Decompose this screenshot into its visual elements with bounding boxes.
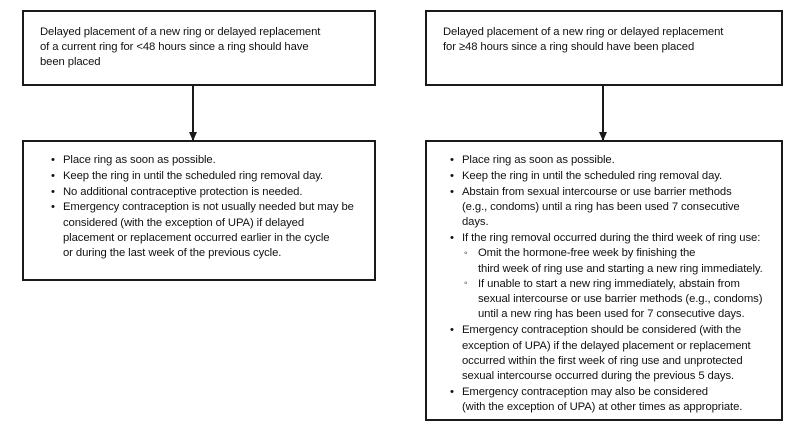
- list-item-line: placement or replacement occurred earlie…: [63, 231, 330, 244]
- bullet-dot-icon: •: [51, 185, 55, 198]
- list-item-line: until a new ring has been used for 7 con…: [478, 308, 745, 321]
- left-arrow-shaft: [192, 86, 194, 140]
- bullet-dot-icon: •: [51, 201, 55, 214]
- right-condition-line-2: for ≥48 hours since a ring should have b…: [443, 41, 695, 54]
- list-item-line: Keep the ring in until the scheduled rin…: [462, 169, 723, 182]
- left-action-list-wrapper: • Place ring as soon as possible. • Keep…: [24, 142, 374, 262]
- list-item: • Keep the ring in until the scheduled r…: [48, 169, 362, 184]
- list-item: • Abstain from sexual intercourse or use…: [447, 185, 769, 231]
- list-item-line: or during the last week of the previous …: [63, 247, 282, 260]
- list-item-line: Omit the hormone-free week by finishing …: [478, 247, 696, 260]
- list-item: • Emergency contraception may also be co…: [447, 385, 769, 416]
- bullet-circle-icon: ◦: [464, 278, 468, 290]
- bullet-dot-icon: •: [450, 185, 454, 198]
- list-item-line: Keep the ring in until the scheduled rin…: [63, 169, 324, 182]
- left-condition-text: Delayed placement of a new ring or delay…: [24, 12, 374, 71]
- bullet-dot-icon: •: [450, 324, 454, 337]
- list-item: • If the ring removal occurred during th…: [447, 231, 769, 323]
- left-arrow-connector-icon: [188, 86, 197, 141]
- list-item-line: sexual intercourse occurred during the p…: [462, 370, 735, 383]
- bullet-dot-icon: •: [51, 169, 55, 182]
- list-item: • Emergency contraception should be cons…: [447, 323, 769, 384]
- right-arrow-connector-icon: [598, 86, 607, 141]
- list-item: ◦ If unable to start a new ring immediat…: [462, 277, 769, 323]
- list-item-line: Abstain from sexual intercourse or use b…: [462, 185, 732, 198]
- bullet-dot-icon: •: [450, 154, 454, 166]
- bullet-circle-icon: ◦: [464, 247, 468, 259]
- bullet-dot-icon: •: [450, 169, 454, 182]
- left-action-box: • Place ring as soon as possible. • Keep…: [22, 140, 376, 281]
- list-item-line: If unable to start a new ring immediatel…: [478, 277, 740, 290]
- list-item-line: considered (with the exception of UPA) i…: [63, 216, 305, 229]
- list-item-line: exception of UPA) if the delayed placeme…: [462, 339, 751, 352]
- left-condition-line-3: been placed: [40, 56, 101, 69]
- list-item: • Keep the ring in until the scheduled r…: [447, 169, 769, 184]
- list-item-line: Emergency contraception is not usually n…: [63, 201, 354, 214]
- left-arrow-head: [188, 132, 197, 141]
- left-condition-box: Delayed placement of a new ring or delay…: [22, 10, 376, 86]
- list-item-line: (e.g., condoms) until a ring has been us…: [462, 200, 740, 229]
- list-item: • Emergency contraception is not usually…: [48, 200, 362, 261]
- right-condition-line-1: Delayed placement of a new ring or delay…: [443, 26, 724, 38]
- right-arrow-head: [598, 132, 607, 141]
- list-item-line: If the ring removal occurred during the …: [462, 231, 761, 244]
- left-condition-line-1: Delayed placement of a new ring or delay…: [40, 26, 321, 38]
- bullet-dot-icon: •: [450, 231, 454, 244]
- right-condition-text: Delayed placement of a new ring or delay…: [427, 12, 781, 55]
- list-item-line: Place ring as soon as possible.: [462, 154, 615, 166]
- right-arrow-shaft: [602, 86, 604, 140]
- list-item-line: (with the exception of UPA) at other tim…: [462, 401, 743, 414]
- list-item: • No additional contraceptive protection…: [48, 185, 362, 200]
- list-item: • Place ring as soon as possible.: [447, 153, 769, 168]
- left-action-bullet-list: • Place ring as soon as possible. • Keep…: [48, 153, 362, 262]
- list-item-line: No additional contraceptive protection i…: [63, 185, 303, 198]
- list-item-line: sexual intercourse or use barrier method…: [478, 293, 763, 306]
- list-item-line: Place ring as soon as possible.: [63, 154, 216, 166]
- left-condition-line-2: of a current ring for <48 hours since a …: [40, 41, 309, 54]
- right-action-sub-bullet-list: ◦ Omit the hormone-free week by finishin…: [462, 246, 769, 322]
- right-action-box: • Place ring as soon as possible. • Keep…: [425, 140, 783, 421]
- right-action-list-wrapper: • Place ring as soon as possible. • Keep…: [427, 142, 781, 416]
- list-item: ◦ Omit the hormone-free week by finishin…: [462, 246, 769, 277]
- list-item-line: third week of ring use and starting a ne…: [478, 262, 763, 275]
- bullet-dot-icon: •: [51, 154, 55, 166]
- list-item-line: occurred within the first week of ring u…: [462, 354, 743, 367]
- list-item-line: Emergency contraception may also be cons…: [462, 385, 708, 398]
- right-condition-box: Delayed placement of a new ring or delay…: [425, 10, 783, 86]
- right-action-bullet-list: • Place ring as soon as possible. • Keep…: [447, 153, 769, 416]
- list-item: • Place ring as soon as possible.: [48, 153, 362, 168]
- bullet-dot-icon: •: [450, 385, 454, 398]
- list-item-line: Emergency contraception should be consid…: [462, 324, 742, 337]
